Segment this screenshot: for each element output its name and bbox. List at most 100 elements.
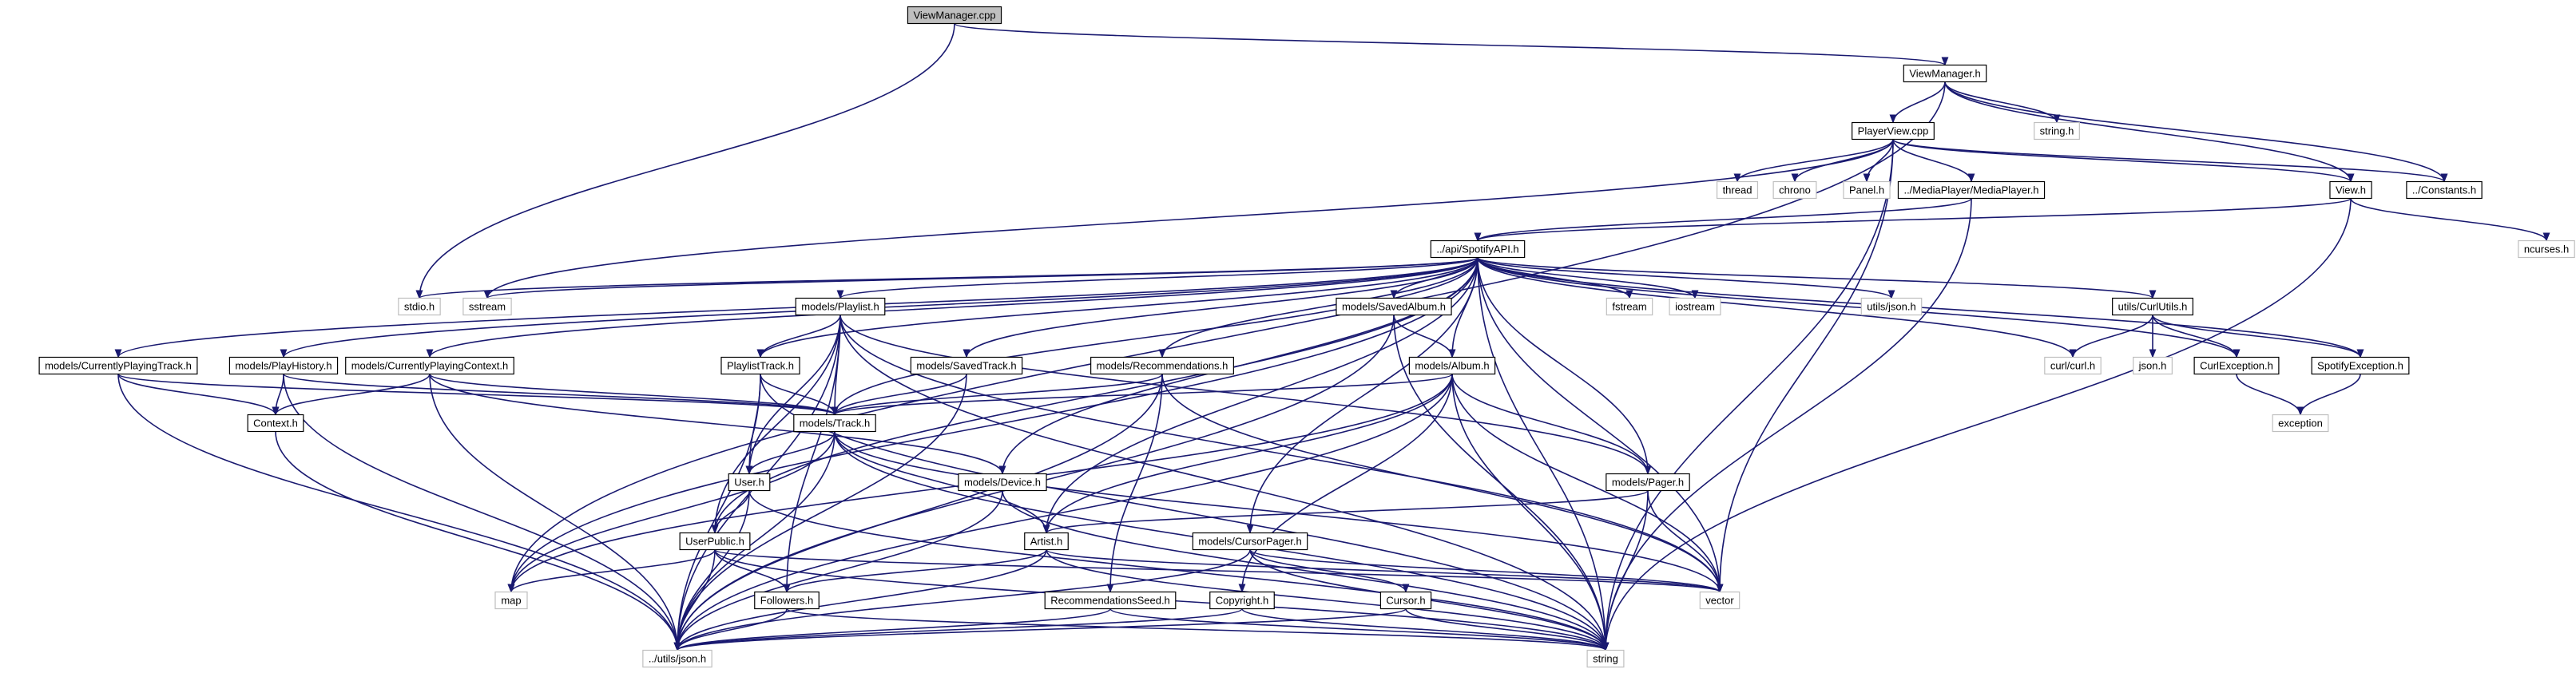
node-utils-json[interactable]: ../utils/json.h: [642, 649, 712, 668]
edge-track-h-to-artist-h: [834, 431, 1050, 534]
node-cursor-h[interactable]: Cursor.h: [1379, 591, 1432, 610]
node-json-h[interactable]: json.h: [2133, 356, 2173, 375]
node-box: [958, 473, 1047, 492]
node-spotifyexception-h[interactable]: SpotifyException.h: [2311, 356, 2410, 375]
node-label: PlayerView.cpp: [1858, 125, 1929, 137]
node-curlutils-h[interactable]: utils/CurlUtils.h: [2112, 297, 2193, 316]
node-box: [398, 297, 441, 316]
node-userpublic-h[interactable]: UserPublic.h: [679, 532, 751, 551]
node-label: Artist.h: [1030, 536, 1062, 548]
node-label: utils/json.h: [1867, 301, 1915, 313]
edge-viewmanager-cpp-to-viewmanager-h: [954, 22, 1948, 66]
node-currentlyplayingcontext-h[interactable]: models/CurrentlyPlayingContext.h: [345, 356, 514, 375]
node-label: vector: [1705, 595, 1734, 607]
node-box: [795, 297, 886, 316]
node-chrono[interactable]: chrono: [1772, 180, 1817, 200]
node-followers-h[interactable]: Followers.h: [754, 591, 820, 610]
node-playerview-cpp[interactable]: PlayerView.cpp: [1852, 121, 1935, 141]
edge-view-h-to-ncurses-h: [2350, 198, 2550, 242]
edge-playlist-h-to-userpublic-h: [711, 315, 841, 534]
node-label: Cursor.h: [1386, 595, 1425, 607]
edge-spotifyapi-h-to-currentlyplayingcontext-h: [426, 257, 1479, 358]
node-mediaplayer-h[interactable]: ../MediaPlayer/MediaPlayer.h: [1897, 180, 2046, 200]
edge-view-h-to-spotifyapi-h: [1474, 197, 2352, 242]
node-label: json.h: [2138, 360, 2167, 372]
edge-currentlyplayingcontext-h-to-utils-json: [429, 374, 681, 651]
node-box: [1699, 591, 1740, 610]
node-fstream[interactable]: fstream: [1606, 297, 1653, 316]
node-box: [1606, 297, 1653, 316]
node-utils-json-h[interactable]: utils/json.h: [1860, 297, 1923, 316]
node-playlist-h[interactable]: models/Playlist.h: [795, 297, 886, 316]
node-label: PlaylistTrack.h: [727, 360, 794, 372]
node-playlisttrack-h[interactable]: PlaylistTrack.h: [720, 356, 800, 375]
node-box: [2044, 356, 2102, 375]
node-box: [1408, 356, 1496, 375]
node-label: Followers.h: [760, 595, 813, 607]
node-box: [2311, 356, 2410, 375]
node-label: stdio.h: [404, 301, 435, 313]
node-context-h[interactable]: Context.h: [247, 414, 304, 433]
node-stdio-h[interactable]: stdio.h: [398, 297, 441, 316]
edge-layer: [114, 22, 2550, 651]
node-label: CurlException.h: [2200, 360, 2273, 372]
edge-copyright-h-to-string: [1241, 608, 1610, 651]
node-panel-h[interactable]: Panel.h: [1843, 180, 1891, 200]
node-curlexception-h[interactable]: CurlException.h: [2193, 356, 2280, 375]
edge-recommendations-h-to-vector: [1161, 374, 1724, 593]
edge-user-h-to-utils-json: [673, 490, 750, 651]
node-copyright-h[interactable]: Copyright.h: [1209, 591, 1275, 610]
node-label: ../utils/json.h: [649, 653, 706, 665]
node-label: sstream: [469, 301, 506, 313]
edge-spotifyapi-h-to-pager-h: [1477, 257, 1652, 475]
node-viewmanager-h[interactable]: ViewManager.h: [1903, 64, 1987, 83]
edge-userpublic-h-to-vector: [714, 548, 1723, 593]
node-map[interactable]: map: [494, 591, 528, 610]
edge-device-h-to-utils-json: [673, 490, 1003, 651]
node-spotifyapi-h[interactable]: ../api/SpotifyAPI.h: [1430, 240, 1526, 259]
edge-viewmanager-h-to-string-h: [1944, 81, 2061, 124]
node-ncurses-h[interactable]: ncurses.h: [2518, 240, 2575, 259]
node-device-h[interactable]: models/Device.h: [958, 473, 1047, 492]
node-recommendations-h[interactable]: models/Recommendations.h: [1090, 356, 1234, 375]
node-label: ../Constants.h: [2412, 184, 2476, 196]
node-viewmanager-cpp[interactable]: ViewManager.cpp: [907, 6, 1002, 25]
edge-followers-h-to-string: [786, 608, 1610, 651]
node-cursorpager-h[interactable]: models/CursorPager.h: [1192, 532, 1308, 551]
node-artist-h[interactable]: Artist.h: [1024, 532, 1069, 551]
node-iostream[interactable]: iostream: [1669, 297, 1721, 316]
node-exception[interactable]: exception: [2272, 414, 2329, 433]
node-savedtrack-h[interactable]: models/SavedTrack.h: [910, 356, 1023, 375]
node-recommendationsseed-h[interactable]: RecommendationsSeed.h: [1044, 591, 1177, 610]
node-thread[interactable]: thread: [1716, 180, 1759, 200]
node-box: [1903, 64, 1987, 83]
node-box: [1860, 297, 1923, 316]
node-box: [754, 591, 820, 610]
node-playhistory-h[interactable]: models/PlayHistory.h: [228, 356, 339, 375]
node-string[interactable]: string: [1586, 649, 1625, 668]
edge-recommendations-h-to-track-h: [831, 373, 1163, 416]
node-album-h[interactable]: models/Album.h: [1408, 356, 1496, 375]
node-user-h[interactable]: User.h: [728, 473, 771, 492]
node-box: [1336, 297, 1452, 316]
node-track-h[interactable]: models/Track.h: [793, 414, 876, 433]
node-constants-h[interactable]: ../Constants.h: [2406, 180, 2483, 200]
node-box: [728, 473, 771, 492]
node-label: ncurses.h: [2524, 243, 2569, 255]
node-string-h[interactable]: string.h: [2034, 121, 2080, 141]
edge-curlutils-h-to-curl-curl-h: [2069, 315, 2153, 358]
node-view-h[interactable]: View.h: [2329, 180, 2372, 200]
node-pager-h[interactable]: models/Pager.h: [1606, 473, 1690, 492]
edge-track-h-to-vector: [834, 431, 1724, 593]
node-vector[interactable]: vector: [1699, 591, 1740, 610]
node-label: map: [501, 595, 521, 607]
edge-userpublic-h-to-utils-json: [673, 549, 716, 651]
node-curl-curl-h[interactable]: curl/curl.h: [2044, 356, 2102, 375]
edge-track-h-to-user-h: [745, 431, 836, 475]
node-sstream[interactable]: sstream: [462, 297, 512, 316]
node-label: ../api/SpotifyAPI.h: [1436, 243, 1518, 255]
node-savedalbum-h[interactable]: models/SavedAlbum.h: [1336, 297, 1452, 316]
node-currentlyplayingtrack-h[interactable]: models/CurrentlyPlayingTrack.h: [38, 356, 198, 375]
edge-playerview-cpp-to-view-h: [1892, 138, 2355, 183]
